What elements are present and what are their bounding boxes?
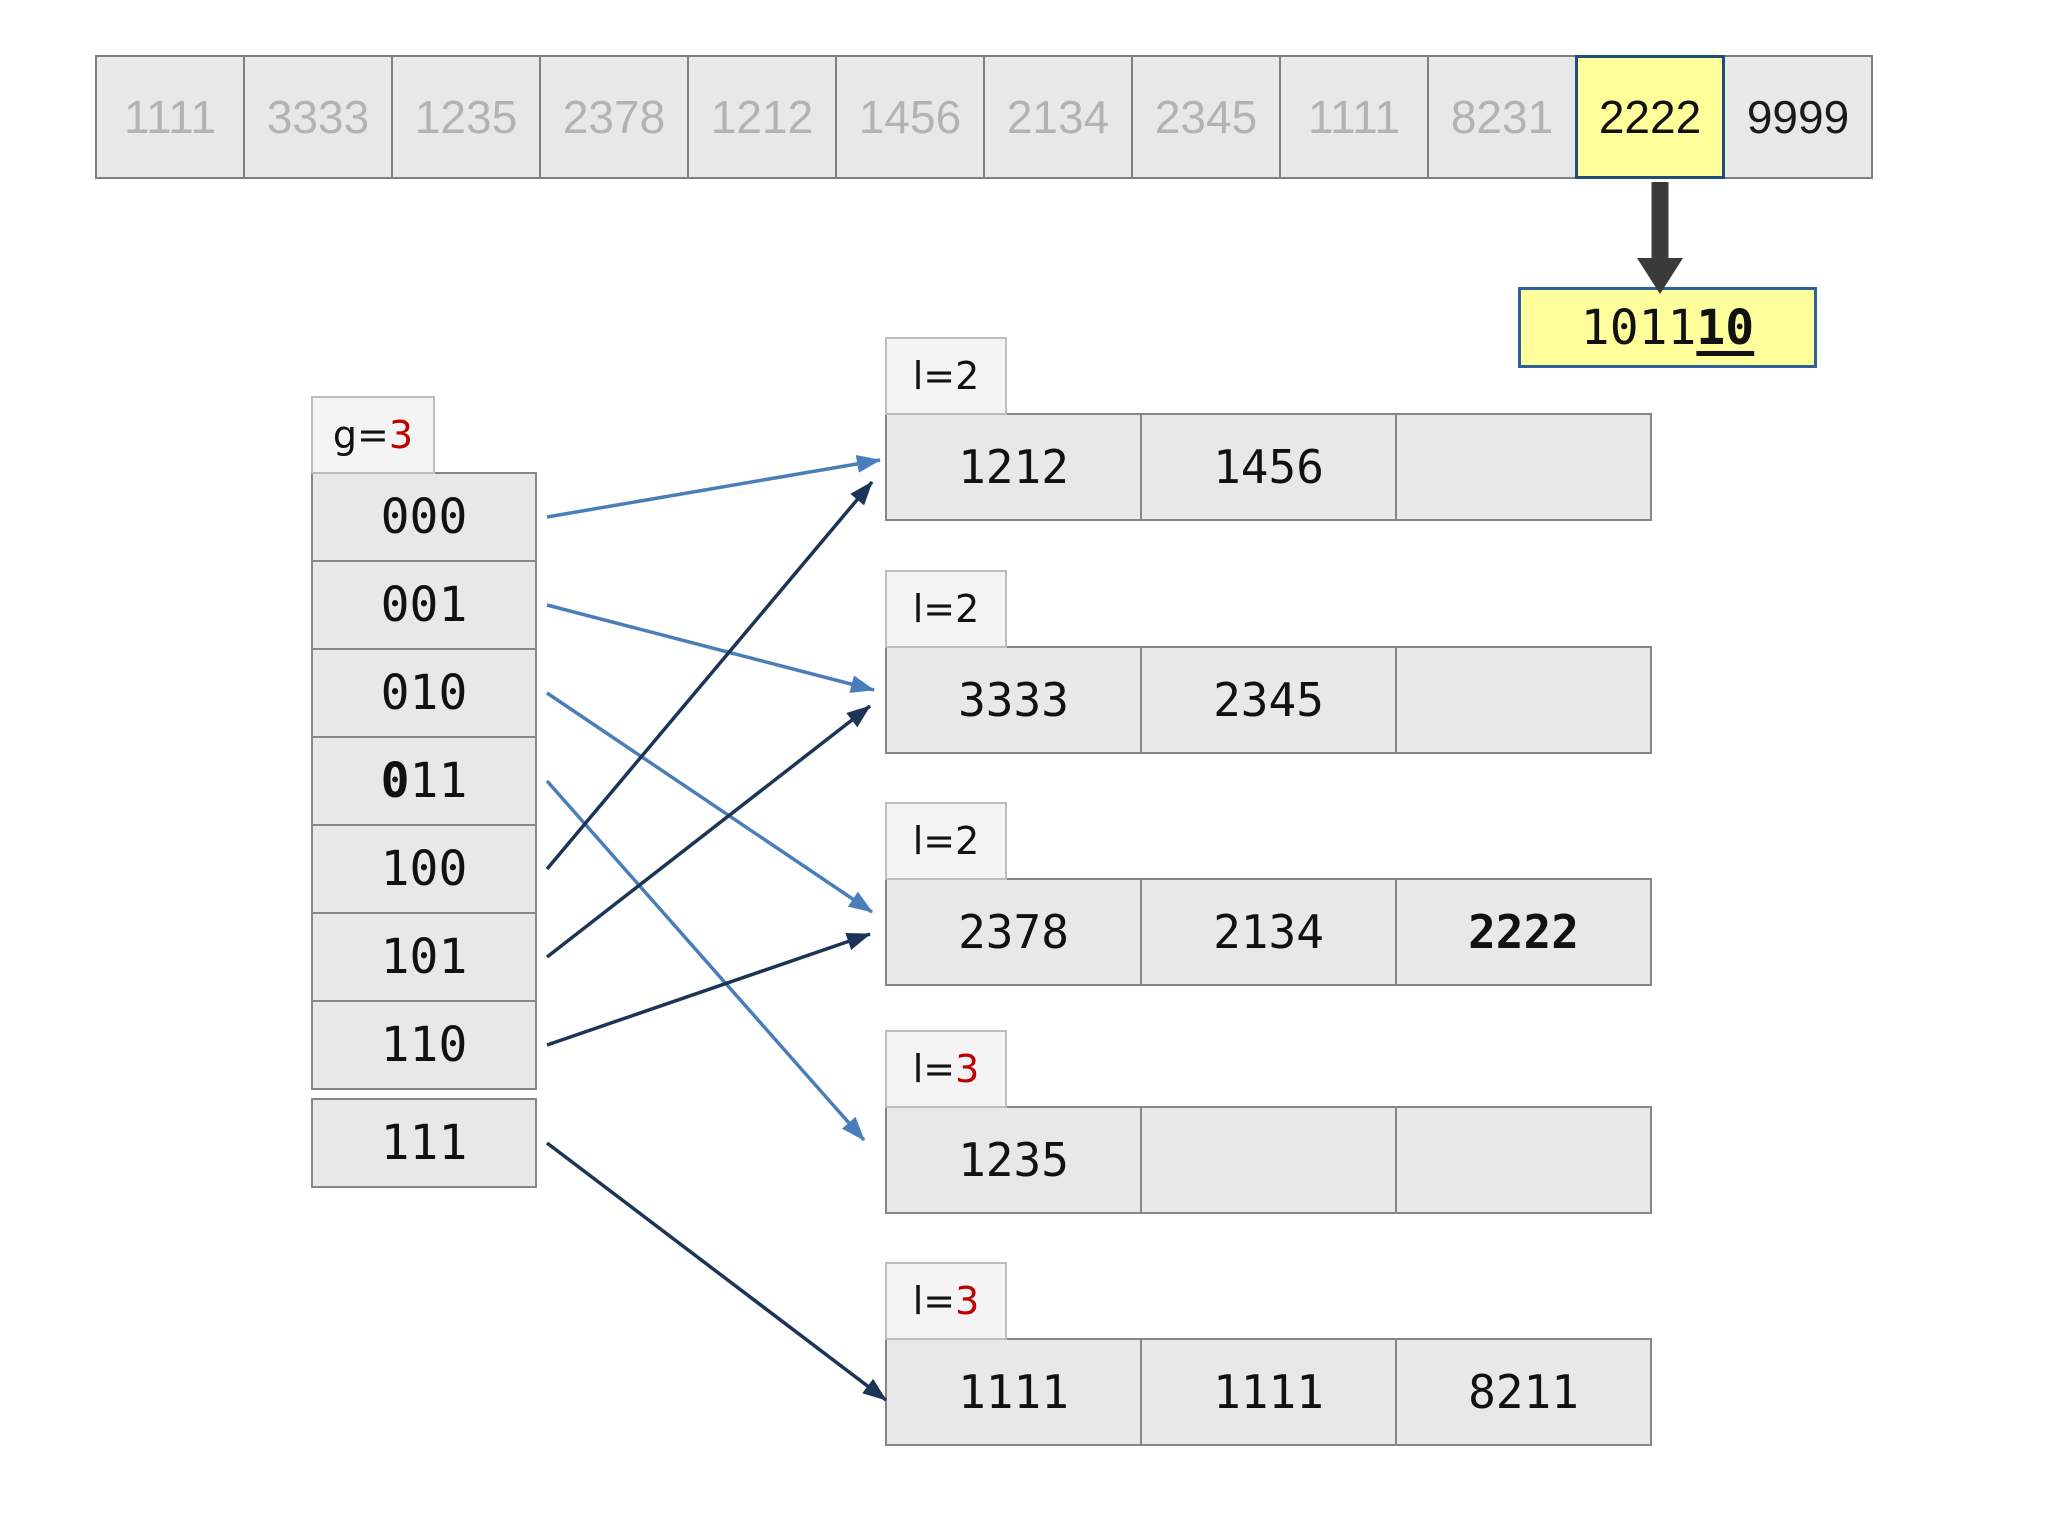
array-cell: 1111 <box>95 55 245 179</box>
global-depth-prefix: g= <box>332 413 389 457</box>
array-cell: 1212 <box>687 55 837 179</box>
entry-text-part: 010 <box>380 665 468 721</box>
depth-value: 3 <box>955 1047 980 1091</box>
bucket-cell: 1111 <box>885 1338 1142 1446</box>
array-cell: 1111 <box>1279 55 1429 179</box>
bucket3-depth-label: l=2 <box>885 802 1007 880</box>
bucket-cell: 2134 <box>1140 878 1397 986</box>
depth-prefix: l= <box>912 587 956 631</box>
bucket-cell: 3333 <box>885 646 1142 754</box>
hash-suffix-highlight: 10 <box>1696 299 1755 356</box>
entry-text-part: 101 <box>380 929 468 985</box>
arrow-110-to-bucket3 <box>546 932 871 1047</box>
bucket4: 1235 <box>885 1106 1652 1214</box>
bucket2: 3333 2345 <box>885 646 1652 754</box>
bucket-cell-empty <box>1395 1106 1652 1214</box>
array-cell: 2134 <box>983 55 1133 179</box>
depth-prefix: l= <box>912 819 956 863</box>
depth-value: 2 <box>955 354 980 398</box>
arrow-011-to-bucket4 <box>545 779 866 1142</box>
depth-value: 2 <box>955 587 980 631</box>
directory-entry-111: 111 <box>311 1098 537 1188</box>
bucket1: 1212 1456 <box>885 413 1652 521</box>
directory-entry-101: 101 <box>311 912 537 1002</box>
array-cell: 1456 <box>835 55 985 179</box>
bucket-cell-empty <box>1395 646 1652 754</box>
hash-prefix: 1011 <box>1580 299 1697 356</box>
bucket-cell: 1111 <box>1140 1338 1397 1446</box>
bucket-cell: 2345 <box>1140 646 1397 754</box>
bucket-cell-empty <box>1395 413 1652 521</box>
bucket5: 1111 1111 8211 <box>885 1338 1652 1446</box>
array-cell-highlighted: 2222 <box>1575 55 1725 179</box>
entry-text-part: 111 <box>380 1115 468 1171</box>
directory-entry-001: 001 <box>311 560 537 650</box>
directory-entry-100: 100 <box>311 824 537 914</box>
global-depth-label: g=3 <box>311 396 435 474</box>
bucket-cell: 8211 <box>1395 1338 1652 1446</box>
arrow-100-to-bucket1 <box>545 480 874 871</box>
array-cell: 8231 <box>1427 55 1577 179</box>
entry-text-part: 001 <box>380 577 468 633</box>
entry-bold-part: 0 <box>380 753 410 809</box>
input-array: 1111 3333 1235 2378 1212 1456 2134 2345 … <box>95 55 1873 179</box>
array-cell: 1235 <box>391 55 541 179</box>
bucket-cell: 1212 <box>885 413 1142 521</box>
arrow-010-to-bucket3 <box>546 691 873 914</box>
arrow-001-to-bucket2 <box>546 603 875 693</box>
bucket2-depth-label: l=2 <box>885 570 1007 648</box>
entry-text-part: 110 <box>380 1017 468 1073</box>
bucket-cell-empty <box>1140 1106 1397 1214</box>
directory-entry-110: 110 <box>311 1000 537 1090</box>
bucket-cell: 1456 <box>1140 413 1397 521</box>
array-cell: 3333 <box>243 55 393 179</box>
entry-text-part: 11 <box>409 753 468 809</box>
entry-text-part: 000 <box>380 489 468 545</box>
depth-value: 3 <box>955 1279 980 1323</box>
directory-entry-000: 000 <box>311 472 537 562</box>
array-cell: 9999 <box>1723 55 1873 179</box>
depth-prefix: l= <box>912 1279 956 1323</box>
depth-value: 2 <box>955 819 980 863</box>
bucket-cell-inserted-key: 2222 <box>1395 878 1652 986</box>
arrow-000-to-bucket1 <box>546 455 881 519</box>
array-cell: 2378 <box>539 55 689 179</box>
global-depth-value: 3 <box>388 413 414 457</box>
bucket1-depth-label: l=2 <box>885 337 1007 415</box>
bucket3: 2378 2134 2222 <box>885 878 1652 986</box>
bucket5-depth-label: l=3 <box>885 1262 1007 1340</box>
directory-entry-010: 010 <box>311 648 537 738</box>
arrow-101-to-bucket2 <box>545 704 872 959</box>
array-cell: 2345 <box>1131 55 1281 179</box>
bucket-cell: 1235 <box>885 1106 1142 1214</box>
depth-prefix: l= <box>912 354 956 398</box>
depth-prefix: l= <box>912 1047 956 1091</box>
entry-text-part: 100 <box>380 841 468 897</box>
bucket-cell: 2378 <box>885 878 1142 986</box>
arrow-111-to-bucket5 <box>545 1141 888 1402</box>
bucket4-depth-label: l=3 <box>885 1030 1007 1108</box>
